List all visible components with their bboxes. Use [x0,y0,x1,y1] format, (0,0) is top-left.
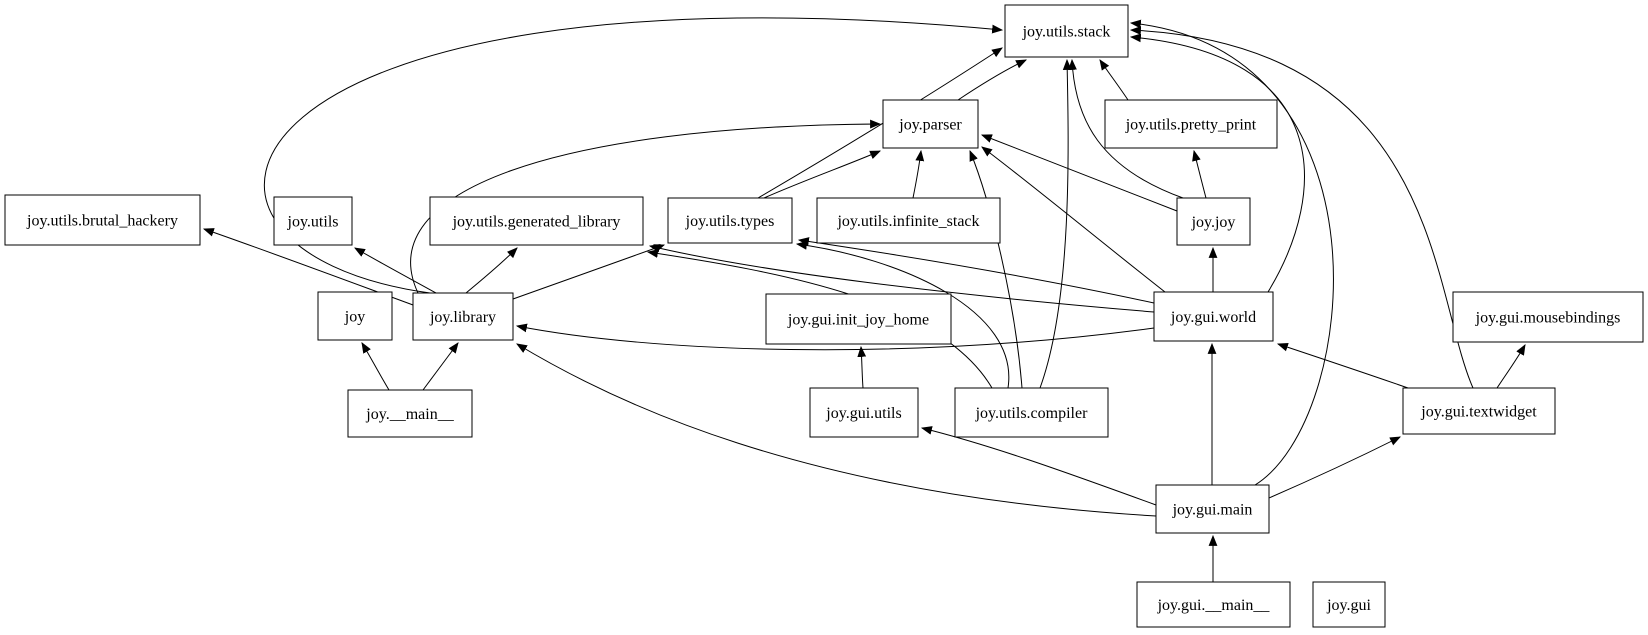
node-layer: joy.utils.stack joy.parser joy.utils.prett… [4,4,1644,628]
node-joy-utils: joy.utils [273,196,353,246]
node-box-joy-gui-main [1155,484,1270,534]
edge-joy-gui-textwidget-to-joy-gui-mousebindings [1496,344,1526,389]
edge-joy-joy-to-joy-utils-stack [1068,58,1184,199]
edge-joy-utils-pretty-print-to-joy-utils-stack [1099,59,1129,101]
node-box-joy [317,291,393,341]
edge-joy-library-to-joy-utils-generated-library [465,247,518,294]
node-joy-gui-init-joy-home: joy.gui.init_joy_home [765,293,952,345]
node-label-joy-utils-compiler: joy.utils.compiler [975,405,1089,422]
node-box-joy-utils-brutal-hackery [4,194,201,246]
edge-joy-utils-compiler-to-joy-parser [969,149,1023,389]
node-joy-library: joy.library [412,292,514,341]
edge-joy-library-to-joy-parser [410,119,882,294]
node-joy-utils-compiler: joy.utils.compiler [954,387,1109,438]
node-label-joy-library: joy.library [429,309,496,326]
edge-joy-gui-main-to-joy-gui-utils [920,426,1157,506]
node-box-joy-utils-infinite-stack [816,197,1001,244]
edge-joy-library-to-joy-utils-types [512,244,666,300]
edge-joy-parser-to-joy-utils-stack [957,59,1027,101]
edge-joy-main-to-joy [361,342,390,391]
node-box-joy-gui-world [1153,291,1274,342]
edge-joy-gui-world-to-joy-parser [981,146,1166,293]
edge-joy-main-to-joy-library [422,342,459,391]
edge-layer [202,17,1526,582]
edge-joy-gui-utils-to-joy-gui-init-joy-home [857,345,867,389]
node-label-joy-utils-types: joy.utils.types [685,213,775,230]
node-box-joy-utils-generated-library [429,196,644,246]
edge-joy-gui-world-to-joy-utils-types [797,237,1155,304]
node-joy-gui-main: joy.gui.main [1155,484,1270,534]
node-joy-joy: joy.joy [1176,197,1251,246]
node-box-joy-joy [1176,197,1251,246]
edge-joy-library-to-joy-utils-stack [263,17,1004,294]
edge-joy-gui-main-to-joy-gui-textwidget [1268,436,1401,499]
node-label-joy-main: joy.__main__ [365,406,454,423]
node-label-joy-utils-pretty-print: joy.utils.pretty_print [1125,117,1257,134]
node-joy-gui-utils: joy.gui.utils [809,387,919,438]
edge-joy-library-to-joy-utils [354,247,437,294]
node-label-joy-gui: joy.gui [1326,597,1371,614]
node-box-joy-gui-init-joy-home [765,293,952,345]
node-joy-utils-generated-library: joy.utils.generated_library [429,196,644,246]
node-joy-utils-brutal-hackery: joy.utils.brutal_hackery [4,194,201,246]
node-box-joy-gui-main-module [1136,581,1291,628]
node-box-joy-gui-mousebindings [1452,291,1644,343]
node-box-joy-main [347,389,473,438]
node-joy-utils-pretty-print: joy.utils.pretty_print [1104,99,1278,149]
edge-joy-joy-to-joy-utils-pretty-print [1192,149,1207,199]
edge-joy-gui-main-to-joy-utils-stack [1129,19,1334,486]
node-label-joy-gui-utils: joy.gui.utils [825,405,901,422]
node-label-joy-utils-generated-library: joy.utils.generated_library [452,214,621,231]
node-joy-utils-types: joy.utils.types [667,197,793,244]
node-joy-gui: joy.gui [1312,581,1386,628]
node-label-joy-utils-brutal-hackery: joy.utils.brutal_hackery [26,213,178,230]
node-box-joy-gui-textwidget [1402,387,1556,435]
edge-joy-gui-world-to-joy-utils-generated-library [648,243,1155,313]
node-joy-gui-textwidget: joy.gui.textwidget [1402,387,1556,435]
edge-joy-gui-world-to-joy-utils-stack [1129,33,1305,293]
node-box-joy-utils-compiler [954,387,1109,438]
edge-joy-utils-infinite-stack-to-joy-parser [912,149,925,199]
node-joy-parser: joy.parser [882,99,979,149]
edge-joy-gui-world-to-joy-library [515,323,1155,351]
node-joy-utils-stack: joy.utils.stack [1004,4,1129,58]
node-box-joy-utils-types [667,197,793,244]
edge-joy-utils-types-to-joy-parser [763,150,882,199]
node-joy-main: joy.__main__ [347,389,473,438]
node-box-joy-utils [273,196,353,246]
node-label-joy-utils-stack: joy.utils.stack [1022,24,1111,41]
node-joy: joy [317,291,393,341]
node-label-joy-parser: joy.parser [898,117,962,134]
node-box-joy-utils-stack [1004,4,1129,58]
node-label-joy-joy: joy.joy [1191,214,1236,231]
node-label-joy: joy [344,309,365,326]
node-label-joy-gui-main-module: joy.gui.__main__ [1157,597,1271,614]
edge-joy-gui-main-to-joy-library [516,343,1157,517]
node-joy-utils-infinite-stack: joy.utils.infinite_stack [816,197,1001,244]
node-label-joy-gui-main: joy.gui.main [1172,502,1253,519]
node-label-joy-gui-mousebindings: joy.gui.mousebindings [1475,310,1621,327]
node-box-joy-gui-utils [809,387,919,438]
node-joy-gui-world: joy.gui.world [1153,291,1274,342]
node-label-joy-utils-infinite-stack: joy.utils.infinite_stack [836,213,979,230]
node-label-joy-utils: joy.utils [287,214,339,231]
node-joy-gui-mousebindings: joy.gui.mousebindings [1452,291,1644,343]
node-box-joy-parser [882,99,979,149]
edge-joy-utils-compiler-to-joy-utils-stack [1039,58,1072,389]
node-joy-gui-main-module: joy.gui.__main__ [1136,581,1291,628]
node-label-joy-gui-world: joy.gui.world [1170,309,1256,326]
node-box-joy-library [412,292,514,341]
node-box-joy-utils-pretty-print [1104,99,1278,149]
node-label-joy-gui-textwidget: joy.gui.textwidget [1420,404,1537,421]
edge-joy-gui-textwidget-to-joy-gui-world [1276,342,1409,389]
edge-joy-joy-to-joy-parser [980,134,1178,212]
node-label-joy-gui-init-joy-home: joy.gui.init_joy_home [787,312,929,329]
node-box-joy-gui [1312,581,1386,628]
